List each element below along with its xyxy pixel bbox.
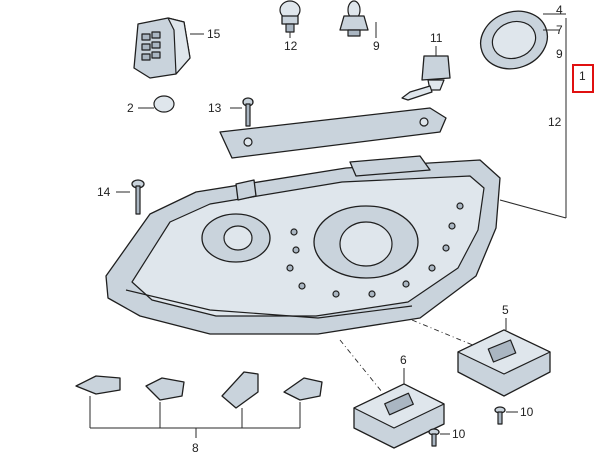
part-10-screw-right[interactable]: [494, 406, 518, 425]
callout-9-right: 9: [556, 47, 563, 61]
part-12-bulb[interactable]: [279, 0, 301, 38]
callout-9-top: 9: [373, 39, 380, 53]
part-8-bracket-set[interactable]: [75, 371, 323, 438]
callout-7: 7: [556, 23, 563, 37]
callout-10-right: 10: [520, 405, 534, 419]
part-5-control-unit[interactable]: [457, 318, 551, 397]
part-10-screw-bottom[interactable]: [428, 428, 450, 447]
part-14-screw[interactable]: [116, 179, 145, 215]
callout-10-bottom: 10: [452, 427, 466, 441]
leader-lines: [339, 319, 481, 393]
callout-6: 6: [400, 353, 407, 367]
callout-15: 15: [207, 27, 221, 41]
part-11-xenon-bulb[interactable]: [401, 46, 451, 101]
part-6-control-unit[interactable]: [353, 368, 445, 449]
callout-2: 2: [127, 101, 134, 115]
headlight-mounting-strip[interactable]: [219, 107, 447, 159]
callout-8: 8: [192, 441, 199, 455]
part-9-bulb[interactable]: [339, 0, 377, 38]
part-4-cover-ring[interactable]: [472, 2, 560, 78]
callout-12-top: 12: [284, 39, 298, 53]
callout-13: 13: [208, 101, 222, 115]
callout-4: 4: [556, 3, 563, 17]
part-15-connector[interactable]: [133, 17, 204, 79]
part-13-screw[interactable]: [230, 97, 254, 127]
callout-11: 11: [430, 31, 443, 45]
part-2-cap[interactable]: [138, 95, 175, 113]
callout-12-right: 12: [548, 115, 562, 129]
callout-1: 1: [579, 69, 586, 83]
callout-5: 5: [502, 303, 509, 317]
headlight-assembly[interactable]: [105, 155, 501, 335]
group-1-bracket: [499, 13, 567, 219]
callout-14: 14: [97, 185, 111, 199]
highlight-box-callout-1: [572, 64, 594, 93]
callout-labels: 15 12 9 11 4 7 9 1 12 2 13 14 5 6 10 10 …: [97, 3, 586, 455]
